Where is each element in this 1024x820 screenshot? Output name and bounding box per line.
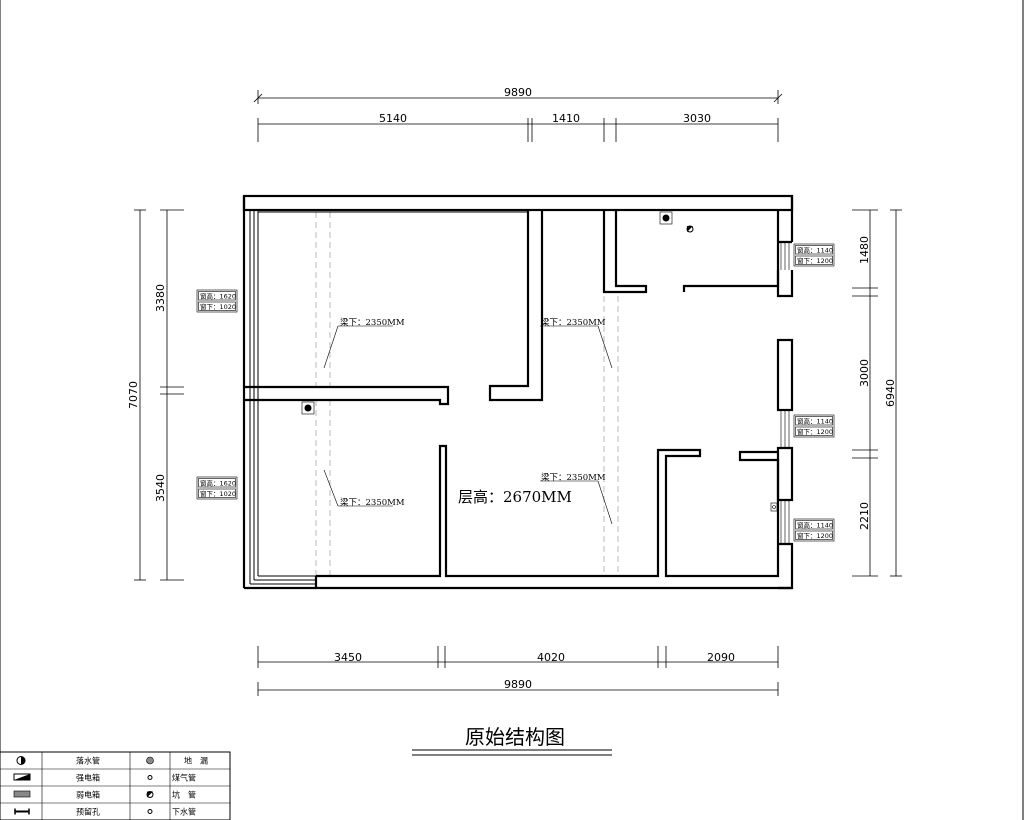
reserved-hole-icon — [14, 808, 30, 815]
page-title: 原始结构图 — [465, 725, 565, 749]
beam-label-bottom-left: 梁下：2350MM — [323, 469, 405, 508]
svg-text:窗下：1020: 窗下：1020 — [200, 489, 236, 498]
gas-pipe-icon — [147, 775, 153, 780]
beam-label-bottom-right: 梁下：2350MM — [540, 473, 613, 525]
svg-text:梁下：2350MM: 梁下：2350MM — [541, 318, 606, 328]
window-tag-right-bottom: 窗高：1140 窗下：1200 — [793, 518, 835, 542]
dim-right-1: 1480 — [858, 236, 871, 264]
dim-top-total: 9890 — [504, 86, 532, 99]
svg-text:窗高：1140: 窗高：1140 — [797, 417, 833, 426]
legend-label: 地 漏 — [184, 756, 208, 766]
legend-label: 落水管 — [76, 756, 100, 766]
bottom-dimensions: 3450 4020 2090 9890 — [257, 646, 779, 696]
sewer-pipe-icon — [147, 809, 153, 814]
dim-right-3: 2210 — [858, 502, 871, 530]
dim-bottom-3: 2090 — [707, 651, 735, 664]
wall-top — [242, 194, 794, 212]
svg-text:窗高：1620: 窗高：1620 — [200, 292, 236, 301]
pit-pipe-icon — [146, 791, 154, 798]
floor-height-label: 层高：2670MM — [458, 488, 572, 506]
power-box-icon — [13, 773, 31, 781]
legend-label: 预留孔 — [76, 807, 100, 817]
dim-top-3: 3030 — [683, 112, 711, 125]
dim-bottom-1: 3450 — [334, 651, 362, 664]
pit-pipe-icon — [686, 225, 694, 233]
svg-text:窗高：1140: 窗高：1140 — [797, 246, 833, 255]
svg-text:梁下：2350MM: 梁下：2350MM — [340, 498, 405, 508]
dim-bottom-2: 4020 — [537, 651, 565, 664]
beam-label-top-right: 梁下：2350MM — [540, 318, 613, 369]
window-frames — [780, 242, 790, 544]
dim-right-total: 6940 — [884, 379, 897, 407]
svg-text:窗下：1020: 窗下：1020 — [200, 302, 236, 311]
legend-label: 强电箱 — [76, 773, 100, 783]
drawing-title: 原始结构图 — [412, 725, 612, 756]
dim-top-2: 1410 — [552, 112, 580, 125]
legend-label: 弱电箱 — [76, 790, 100, 800]
legend-table: 落水管 地 漏 强电箱 煤气管 弱电箱 坑 管 预留孔 下水管 — [0, 751, 231, 820]
gas-pipe-icon — [770, 502, 778, 512]
svg-text:窗下：1200: 窗下：1200 — [797, 427, 833, 436]
walls — [242, 194, 794, 590]
legend-label: 煤气管 — [172, 773, 196, 783]
window-tag-right-mid: 窗高：1140 窗下：1200 — [793, 414, 835, 438]
window-tag-right-top: 窗高：1140 窗下：1200 — [793, 243, 835, 267]
svg-text:窗下：1200: 窗下：1200 — [797, 256, 833, 265]
dim-left-total: 7070 — [127, 381, 140, 409]
top-dimensions: 9890 5140 1410 3030 — [253, 86, 783, 142]
wall-right-mid — [776, 338, 794, 412]
dim-left-1: 3380 — [154, 284, 167, 312]
beam-lines — [315, 212, 619, 576]
drain-pipe-icon — [301, 401, 315, 415]
dim-left-2: 3540 — [154, 474, 167, 502]
left-dimensions: 7070 3380 3540 — [127, 209, 184, 581]
dim-right-2: 3000 — [858, 359, 871, 387]
beam-label-top-left: 梁下：2350MM — [323, 318, 405, 369]
svg-text:梁下：2350MM: 梁下：2350MM — [541, 473, 606, 483]
window-tag-left-lower: 窗高：1620 窗下：1020 — [196, 476, 238, 500]
dim-top-1: 5140 — [379, 112, 407, 125]
window-tag-left-upper: 窗高：1620 窗下：1020 — [196, 289, 238, 313]
right-dimensions: 1480 3000 2210 6940 — [852, 209, 902, 577]
dim-bottom-total: 9890 — [504, 678, 532, 691]
drain-pipe-icon — [16, 756, 26, 765]
legend-label: 坑 管 — [172, 790, 196, 800]
svg-text:窗高：1620: 窗高：1620 — [200, 479, 236, 488]
svg-text:窗高：1140: 窗高：1140 — [797, 521, 833, 530]
floor-drain-icon — [146, 756, 154, 765]
drain-pipe-icon — [659, 211, 673, 225]
svg-text:梁下：2350MM: 梁下：2350MM — [340, 318, 405, 328]
legend-label: 下水管 — [172, 807, 196, 817]
svg-text:窗下：1200: 窗下：1200 — [797, 531, 833, 540]
weak-box-icon — [13, 790, 31, 798]
